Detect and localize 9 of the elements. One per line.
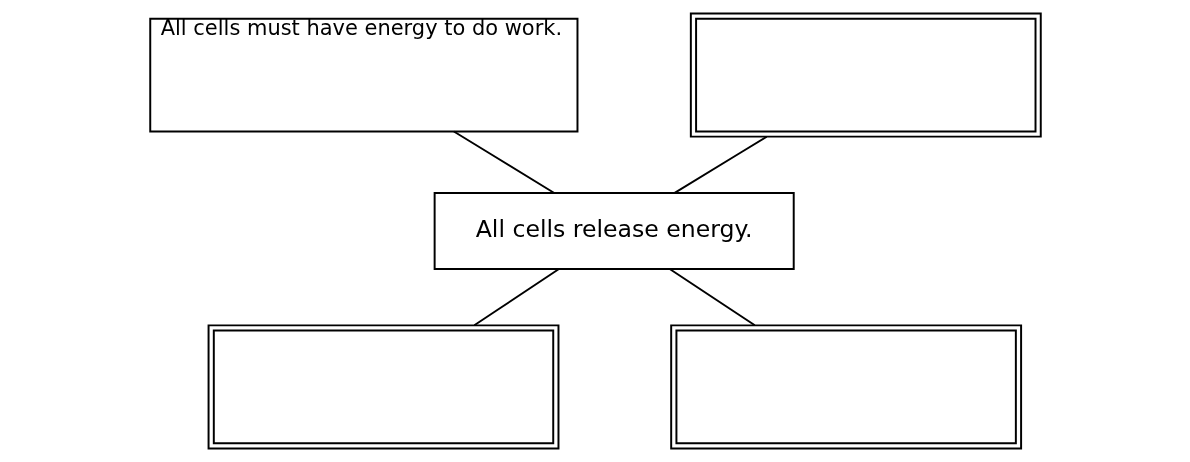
node-box: All cells must have energy to do work. bbox=[148, 17, 578, 133]
node-box: All cells release energy. bbox=[433, 192, 795, 270]
node-box bbox=[669, 324, 1022, 450]
connector bbox=[673, 135, 768, 194]
connector bbox=[668, 268, 756, 327]
node-box bbox=[207, 324, 559, 450]
connector bbox=[452, 130, 555, 194]
connector bbox=[472, 268, 560, 327]
node-box bbox=[689, 12, 1042, 138]
